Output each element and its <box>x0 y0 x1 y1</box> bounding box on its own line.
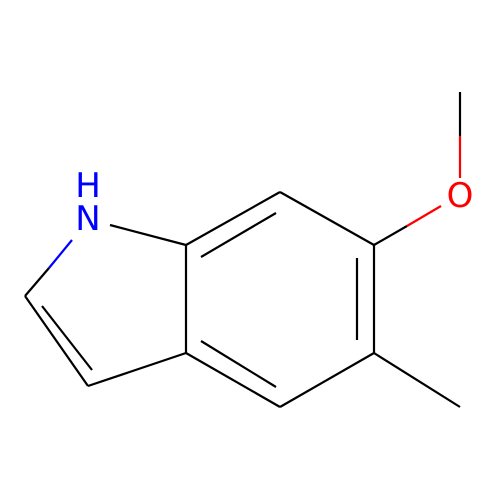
bond-c6-o-red <box>406 205 442 227</box>
atom-label-h: H <box>75 166 101 206</box>
bond-c7a-c7-inner <box>200 212 277 258</box>
bond-c3-c3a <box>87 351 187 388</box>
atom-labels: H N O <box>75 166 473 239</box>
bond-n1-c2-blue <box>48 239 73 269</box>
bond-c2-c3 <box>24 295 89 387</box>
bond-n1-c2 <box>24 267 50 297</box>
atom-label-o: O <box>447 176 474 216</box>
bond-c4-c3a-inner <box>200 340 277 388</box>
bond-c6-o <box>373 225 408 246</box>
bond-c4-c3a <box>185 352 281 408</box>
bond-c5-ch3 <box>373 352 461 408</box>
bond-c7-c6 <box>279 191 375 246</box>
atom-label-n: N <box>75 199 100 239</box>
bond-c7a-c7 <box>185 191 281 246</box>
bond-c5-c4 <box>279 352 375 408</box>
bond-c2-c3-inner <box>41 305 93 371</box>
bond-n1-c7a <box>109 223 187 247</box>
bonds <box>24 92 462 408</box>
